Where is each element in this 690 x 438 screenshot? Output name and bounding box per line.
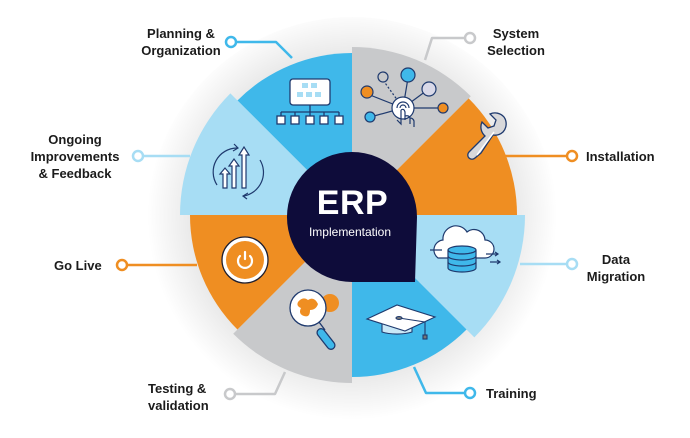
leader-dot-testing (223, 387, 237, 401)
leader-training (412, 366, 465, 395)
leader-dot-installation (565, 149, 579, 163)
leader-dot-ongoing (131, 149, 145, 163)
label-go-live: Go Live (54, 258, 102, 273)
magnifier-gear-icon (289, 289, 339, 350)
leader-dot-planning (224, 35, 238, 49)
label-planning: Planning & Organization (141, 26, 221, 58)
leader-planning (236, 40, 293, 59)
network-touch-icon (360, 67, 449, 127)
label-testing: Testing & validation (148, 381, 209, 413)
label-system-selection: System Selection (487, 26, 545, 58)
leader-dot-data-migration (565, 257, 579, 271)
label-ongoing: Ongoing Improvements & Feedback (30, 132, 120, 181)
growth-cycle-icon (212, 143, 265, 200)
center-hub (286, 152, 417, 282)
leader-dot-training (463, 386, 477, 400)
leader-dot-go-live (115, 258, 129, 272)
label-training: Training (486, 386, 537, 401)
center-title: ERP (316, 184, 389, 222)
graduation-cap-icon (365, 304, 437, 340)
leader-system (423, 36, 465, 61)
label-installation: Installation (586, 149, 655, 164)
label-data-migration: Data Migration (586, 252, 646, 284)
leader-testing (235, 371, 287, 396)
leader-dot-system (463, 31, 477, 45)
cloud-database-icon (430, 225, 502, 273)
center-subtitle: Implementation (308, 225, 392, 239)
org-chart-icon (276, 78, 344, 125)
power-icon (221, 236, 269, 284)
wrench-icon (467, 112, 507, 160)
